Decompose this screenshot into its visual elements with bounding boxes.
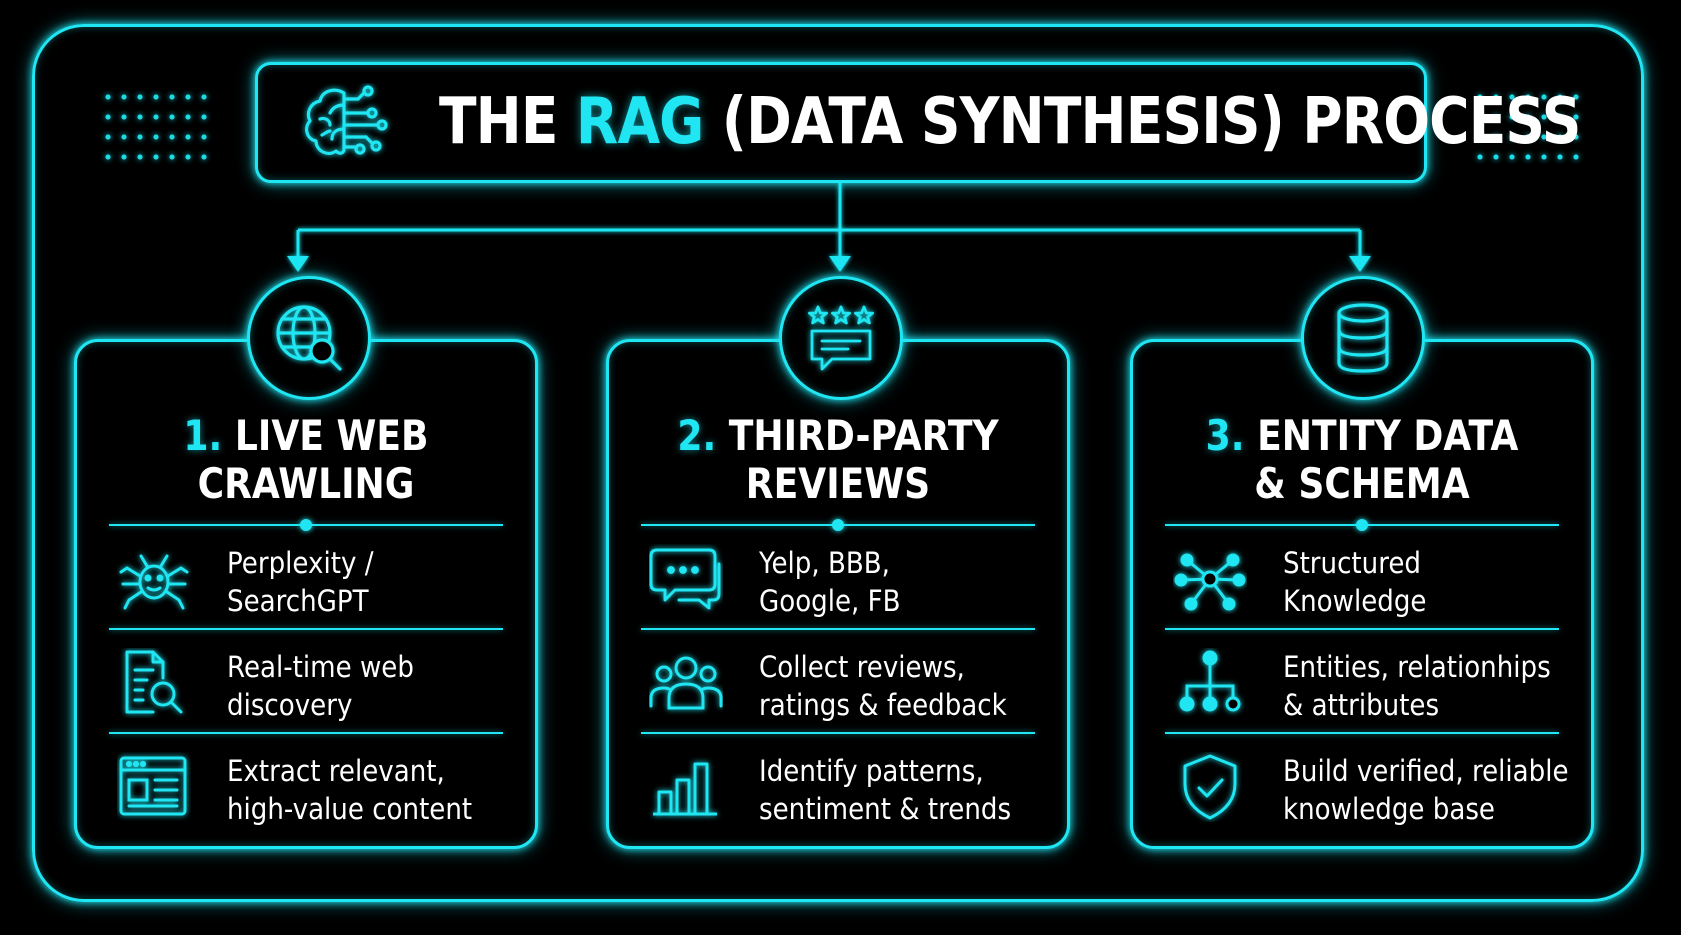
arrowhead-1 (287, 256, 309, 272)
card-3-item-2: Entities, relationhips& attributes (1165, 630, 1559, 730)
card-2-item-2-text: Collect reviews,ratings & feedback (759, 650, 1007, 722)
hierarchy-icon (1179, 650, 1241, 712)
card-2-number: 2. (677, 411, 717, 460)
card-1-divider (109, 732, 503, 734)
card-1-divider-main (109, 519, 503, 531)
shield-check-icon (1183, 754, 1237, 820)
star-rating-chat-icon (808, 305, 874, 371)
card-3-divider-main (1165, 519, 1559, 531)
decorative-dot-grid-right (1472, 87, 1584, 167)
divider-dot (832, 519, 844, 531)
document-search-icon (125, 650, 183, 714)
card-3-divider (1165, 732, 1559, 734)
card-1-item-3-text: Extract relevant,high-value content (227, 754, 473, 826)
card-1-medallion (247, 276, 371, 400)
title-banner: THE RAG (DATA SYNTHESIS) PROCESS (255, 62, 1581, 183)
card-1-item-3: Extract relevant,high-value content (109, 734, 503, 834)
decorative-dot-grid-left (100, 87, 212, 167)
card-2-title: 2. THIRD-PARTY REVIEWS (677, 411, 999, 508)
card-1-divider (109, 628, 503, 630)
card-2-divider (641, 628, 1035, 630)
card-2-medallion (779, 276, 903, 400)
card-3-item-2-text: Entities, relationhips& attributes (1283, 650, 1551, 722)
card-2-item-1: Yelp, BBB,Google, FB (641, 526, 1035, 626)
users-group-icon (649, 656, 723, 710)
card-third-party-reviews: 2. THIRD-PARTY REVIEWS Yelp, BBB,Google,… (606, 276, 1070, 849)
page-title: THE RAG (DATA SYNTHESIS) PROCESS (439, 85, 1581, 159)
card-1-item-1-text: Perplexity /SearchGPT (227, 546, 374, 618)
card-1-item-1: Perplexity /SearchGPT (109, 526, 503, 626)
card-2-item-1-text: Yelp, BBB,Google, FB (759, 546, 901, 618)
title-accent-rag: RAG (575, 85, 704, 159)
card-2-item-2: Collect reviews,ratings & feedback (641, 630, 1035, 730)
divider-dot (1356, 519, 1368, 531)
card-1-title: 1. LIVE WEB CRAWLING (183, 411, 429, 508)
chat-bubbles-icon (649, 548, 721, 610)
outer-frame (32, 24, 1644, 902)
card-3-number: 3. (1205, 411, 1245, 460)
card-3-medallion (1301, 276, 1425, 400)
database-icon (1337, 303, 1389, 373)
card-live-web-crawling: 1. LIVE WEB CRAWLING Perplexity /SearchG… (74, 276, 538, 849)
card-2-divider-main (641, 519, 1035, 531)
browser-window-icon (119, 756, 187, 816)
card-1-number: 1. (183, 411, 223, 460)
brain-circuit-icon (305, 85, 388, 155)
network-nodes-icon (1174, 553, 1246, 611)
card-3-title: 3. ENTITY DATA & SCHEMA (1205, 411, 1519, 508)
bar-chart-icon (653, 762, 717, 816)
card-2-item-3: Identify patterns,sentiment & trends (641, 734, 1035, 834)
card-2-item-3-text: Identify patterns,sentiment & trends (759, 754, 1012, 826)
card-3-divider (1165, 628, 1559, 630)
globe-search-icon (276, 305, 342, 371)
spider-icon (119, 554, 189, 610)
divider-dot (300, 519, 312, 531)
arrowhead-3 (1349, 256, 1371, 272)
card-2-divider (641, 732, 1035, 734)
arrowhead-2 (829, 256, 851, 272)
